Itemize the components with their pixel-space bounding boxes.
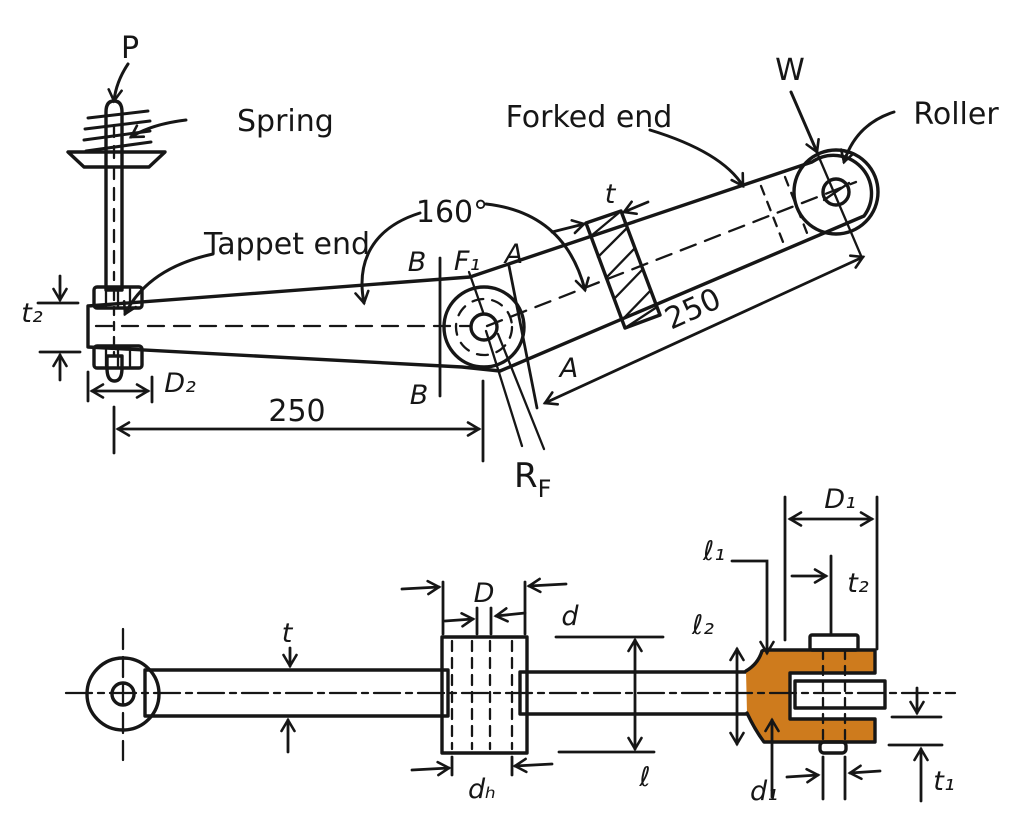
top-view: P Spring Tappet end 160° B B F₁ A A t W … xyxy=(21,31,999,503)
fork-t2-dim: t₂ xyxy=(790,554,869,635)
spring-label: Spring xyxy=(237,104,334,139)
fork-t2-label: t₂ xyxy=(847,568,869,599)
angle-label: 160° xyxy=(416,195,488,230)
web-t-arrow-left xyxy=(550,219,587,235)
pin-l-dim: ℓ xyxy=(554,635,665,793)
forked-end-leader xyxy=(648,128,745,189)
boss-hole-hidden-lines xyxy=(450,639,514,751)
roller-label: Roller xyxy=(913,97,999,132)
roller-pin-d1-label: d₁ xyxy=(750,776,778,807)
arm-t-label: t xyxy=(282,618,294,649)
fork-l2-dim: ℓ₂ xyxy=(691,610,745,747)
hatch-lines xyxy=(589,209,659,330)
roller-leader xyxy=(839,110,896,165)
reaction-r: R xyxy=(514,456,538,496)
section-b-top-label: B xyxy=(408,247,427,278)
fork-outline xyxy=(744,648,877,744)
reaction-f-subscript: F xyxy=(538,475,552,503)
forked-end-label: Forked end xyxy=(506,100,673,135)
load-w-line-of-action xyxy=(816,153,864,260)
section-a-top-label: A xyxy=(503,239,523,270)
boss-hole-dim: dₕ xyxy=(410,755,554,805)
tappet-end-leader xyxy=(122,252,215,317)
fork-l1-label: ℓ₁ xyxy=(702,536,725,567)
roller-pin-head xyxy=(808,633,860,652)
arm-t-dim: t xyxy=(280,618,298,754)
force-p-label: P xyxy=(121,31,139,66)
fork-l1-dim: ℓ₁ xyxy=(702,536,775,656)
pin-d-label: d xyxy=(561,601,579,632)
left-arm-length-label: 250 xyxy=(268,394,325,429)
fulcrum-reaction-label: RF xyxy=(514,456,551,503)
section-hatch-band xyxy=(584,209,662,330)
bottom-view: t D d ℓ xyxy=(64,484,957,807)
valve-stem-tip xyxy=(105,354,124,383)
force-p-arrow xyxy=(107,62,130,104)
boss-hole-label: dₕ xyxy=(468,774,496,805)
fork-fill xyxy=(746,650,875,742)
fork-slot-hidden-lines xyxy=(759,175,809,244)
fulcrum-force-label: F₁ xyxy=(454,246,480,277)
load-w-arrow xyxy=(789,90,820,155)
pin-l-label: ℓ xyxy=(638,762,650,793)
fulcrum-force-leader xyxy=(467,270,485,314)
spring-leader xyxy=(128,118,188,139)
roller-hole-tick xyxy=(822,181,851,202)
adjusting-nut-upper xyxy=(92,285,144,310)
tappet-t2-dim: t₂ xyxy=(21,274,82,382)
tappet-end-label: Tappet end xyxy=(203,227,370,262)
right-arm-length-label: 250 xyxy=(660,282,727,338)
fork-D1-label: D₁ xyxy=(824,484,856,515)
fork-D1-dim: D₁ xyxy=(783,484,879,651)
roller-pin-end xyxy=(818,740,848,755)
tappet-assembly xyxy=(66,99,167,383)
left-arm-length-dim: 250 xyxy=(112,379,485,463)
adjusting-nut-lower xyxy=(92,344,144,370)
fork-t1-dim: t₁ xyxy=(887,686,955,803)
fulcrum-pin xyxy=(469,312,499,342)
roller-pin-d1-dim: d₁ xyxy=(750,717,882,807)
section-a-bottom-label: A xyxy=(558,353,578,384)
tappet-d2-dim: D₂ xyxy=(86,368,196,404)
angle-arc-left xyxy=(354,211,422,306)
section-b-bottom-label: B xyxy=(410,380,429,411)
fulcrum-boss xyxy=(442,285,526,369)
angle-arc-right xyxy=(484,202,590,293)
tappet-t2-label: t₂ xyxy=(21,298,43,329)
tappet-d2-label: D₂ xyxy=(164,368,196,399)
web-t-arrow-right xyxy=(621,200,650,216)
boss-plan xyxy=(440,635,529,755)
section-a-line xyxy=(507,264,539,410)
roller-wheel xyxy=(792,148,880,236)
roller-plan xyxy=(793,679,887,710)
boss-D-dim: D xyxy=(400,577,568,636)
pin-d-dim: d xyxy=(443,601,579,636)
fork-t1-label: t₁ xyxy=(933,766,954,797)
boss-D-label: D xyxy=(474,578,495,609)
fulcrum-reaction: RF xyxy=(484,329,551,503)
spring-seat-flange xyxy=(66,150,167,169)
roller-pin-hidden-lines xyxy=(821,648,847,744)
roller-pin-hole xyxy=(821,177,851,207)
web-t-label: t xyxy=(605,179,617,210)
load-w-label: W xyxy=(775,53,805,88)
fork-l2-label: ℓ₂ xyxy=(691,610,714,641)
fulcrum-boss-hole-dashed xyxy=(454,297,514,357)
